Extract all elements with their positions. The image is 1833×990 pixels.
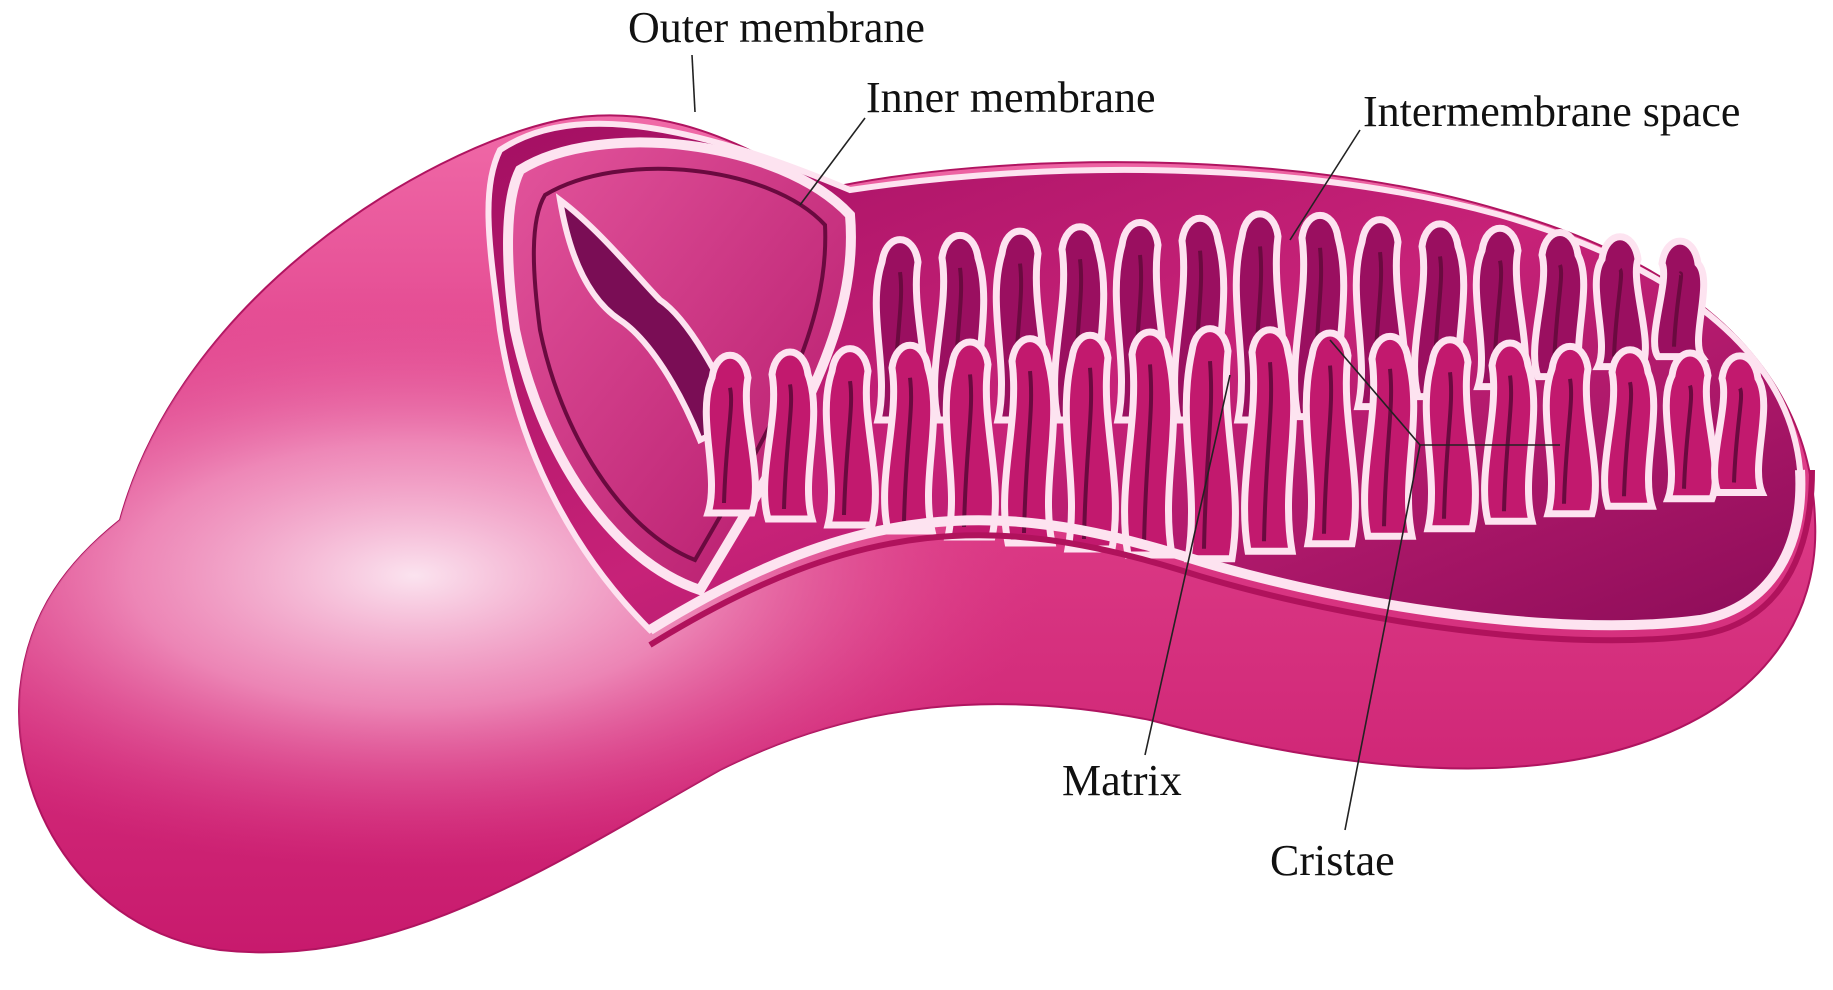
crista-fold bbox=[706, 355, 755, 513]
crista-fold bbox=[1306, 333, 1355, 544]
label-intermembrane-space: Intermembrane space bbox=[1363, 87, 1740, 136]
label-inner-membrane: Inner membrane bbox=[866, 73, 1156, 122]
crista-fold bbox=[1666, 353, 1715, 499]
outer-membrane-leader bbox=[692, 55, 695, 112]
crista-fold bbox=[1426, 340, 1475, 529]
crista-fold bbox=[946, 342, 995, 537]
crista-fold bbox=[1066, 335, 1115, 549]
label-outer-membrane: Outer membrane bbox=[628, 3, 925, 52]
crista-fold bbox=[826, 349, 875, 525]
label-cristae: Cristae bbox=[1270, 836, 1395, 885]
crista-fold bbox=[1596, 237, 1645, 367]
label-matrix: Matrix bbox=[1062, 756, 1182, 805]
crista-fold bbox=[1546, 346, 1595, 513]
